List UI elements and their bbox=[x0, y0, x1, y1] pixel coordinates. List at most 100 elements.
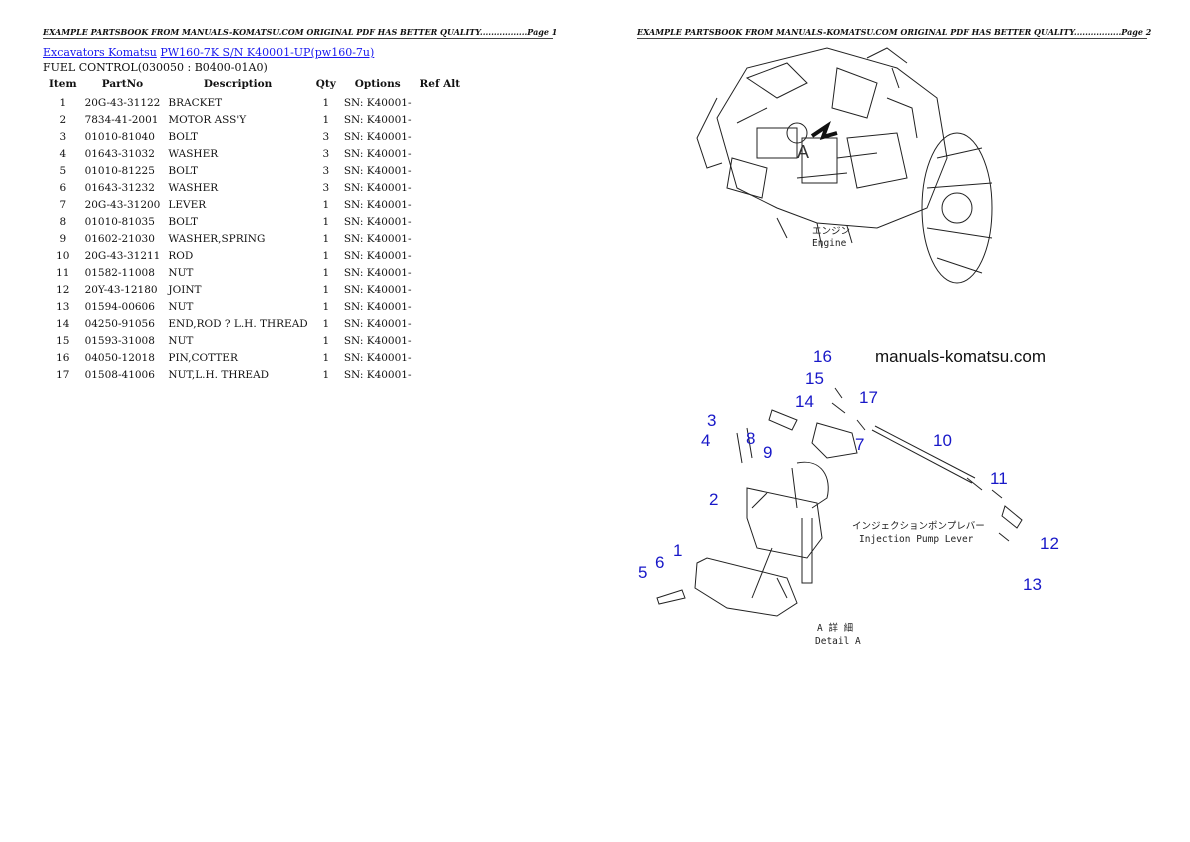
col-header-options: Options bbox=[354, 78, 401, 90]
cell-qty: 3 bbox=[322, 164, 330, 177]
cell-partno: 20G-43-31200 bbox=[84, 198, 161, 211]
callout-11: 11 bbox=[990, 469, 1008, 488]
table-header-row: Item PartNo Description Qty Options Ref … bbox=[45, 77, 464, 94]
cell-item: 15 bbox=[56, 334, 70, 347]
cell-partno: 01594-00606 bbox=[84, 300, 155, 313]
cell-item: 1 bbox=[59, 96, 67, 109]
cell-item: 2 bbox=[59, 113, 67, 126]
cell-description: WASHER bbox=[168, 147, 219, 160]
cell-description: MOTOR ASS'Y bbox=[168, 113, 247, 126]
cell-refalt bbox=[416, 247, 465, 264]
cell-qty: 1 bbox=[322, 317, 330, 330]
cell-description: ROD bbox=[168, 249, 194, 262]
brand-watermark: manuals-komatsu.com bbox=[875, 347, 1046, 366]
cell-refalt bbox=[416, 94, 465, 111]
cell-refalt bbox=[416, 349, 465, 366]
injection-pump-lever-label-en: Injection Pump Lever bbox=[859, 534, 974, 545]
parts-table: Item PartNo Description Qty Options Ref … bbox=[45, 77, 464, 383]
cell-item: 12 bbox=[56, 283, 70, 296]
cell-partno: 04050-12018 bbox=[84, 351, 155, 364]
cell-refalt bbox=[416, 145, 465, 162]
cell-options: SN: K40001- bbox=[343, 300, 412, 313]
callout-13: 13 bbox=[1023, 575, 1042, 594]
cell-partno: 04250-91056 bbox=[84, 317, 155, 330]
cell-partno: 01582-11008 bbox=[84, 266, 155, 279]
col-header-qty: Qty bbox=[315, 78, 336, 90]
cell-qty: 1 bbox=[322, 368, 330, 381]
cell-options: SN: K40001- bbox=[343, 164, 412, 177]
cell-item: 6 bbox=[59, 181, 67, 194]
cell-options: SN: K40001- bbox=[343, 147, 412, 160]
cell-partno: 01010-81225 bbox=[84, 164, 155, 177]
breadcrumb-link-excavators[interactable]: Excavators Komatsu bbox=[43, 46, 157, 59]
cell-refalt bbox=[416, 281, 465, 298]
cell-options: SN: K40001- bbox=[343, 96, 412, 109]
callout-9: 9 bbox=[763, 443, 772, 462]
detail-marker-letter: A bbox=[797, 142, 809, 162]
cell-description: NUT,L.H. THREAD bbox=[168, 368, 270, 381]
cell-options: SN: K40001- bbox=[343, 266, 412, 279]
cell-partno: 20Y-43-12180 bbox=[84, 283, 158, 296]
callout-4: 4 bbox=[701, 431, 710, 450]
cell-item: 9 bbox=[59, 232, 67, 245]
cell-description: BOLT bbox=[168, 215, 199, 228]
cell-item: 16 bbox=[56, 351, 70, 364]
cell-partno: 01602-21030 bbox=[84, 232, 155, 245]
detail-a-label-jp: A 詳 細 bbox=[817, 622, 853, 634]
cell-refalt bbox=[416, 315, 465, 332]
callout-2: 2 bbox=[709, 490, 718, 509]
cell-qty: 1 bbox=[322, 232, 330, 245]
cell-options: SN: K40001- bbox=[343, 130, 412, 143]
col-header-refalt: Ref Alt bbox=[419, 78, 461, 90]
detail-a-label-en: Detail A bbox=[815, 636, 861, 647]
section-title: FUEL CONTROL(030050 : B0400-01A0) bbox=[43, 61, 268, 74]
cell-refalt bbox=[416, 298, 465, 315]
page-header-right: EXAMPLE PARTSBOOK FROM MANUALS-KOMATSU.C… bbox=[637, 27, 1152, 39]
cell-item: 5 bbox=[59, 164, 67, 177]
engine-label-jp: エンジン bbox=[812, 226, 850, 237]
cell-partno: 01593-31008 bbox=[84, 334, 155, 347]
cell-description: JOINT bbox=[168, 283, 202, 296]
col-header-partno: PartNo bbox=[101, 78, 144, 90]
cell-options: SN: K40001- bbox=[343, 181, 412, 194]
cell-item: 8 bbox=[59, 215, 67, 228]
cell-qty: 1 bbox=[322, 351, 330, 364]
cell-options: SN: K40001- bbox=[343, 113, 412, 126]
callout-16: 16 bbox=[813, 347, 832, 366]
cell-options: SN: K40001- bbox=[343, 351, 412, 364]
cell-refalt bbox=[416, 179, 465, 196]
table-row: 2 7834-41-2001 MOTOR ASS'Y 1 SN: K40001- bbox=[45, 111, 464, 128]
callout-8: 8 bbox=[746, 429, 755, 448]
cell-partno: 7834-41-2001 bbox=[84, 113, 159, 126]
callout-14: 14 bbox=[795, 392, 814, 411]
cell-item: 14 bbox=[56, 317, 70, 330]
cell-partno: 01643-31032 bbox=[84, 147, 155, 160]
cell-qty: 1 bbox=[322, 198, 330, 211]
cell-qty: 1 bbox=[322, 113, 330, 126]
engine-label-en: Engine bbox=[812, 238, 847, 249]
callout-15: 15 bbox=[805, 369, 824, 388]
breadcrumb: Excavators Komatsu PW160-7K S/N K40001-U… bbox=[43, 46, 374, 59]
detail-marker-a: A bbox=[797, 120, 838, 162]
cell-qty: 3 bbox=[322, 181, 330, 194]
engine-illustration bbox=[696, 47, 993, 284]
cell-description: NUT bbox=[168, 334, 194, 347]
breadcrumb-link-model[interactable]: PW160-7K S/N K40001-UP(pw160-7u) bbox=[160, 46, 375, 59]
callout-12: 12 bbox=[1040, 534, 1059, 553]
cell-description: WASHER bbox=[168, 181, 219, 194]
cell-qty: 3 bbox=[322, 130, 330, 143]
callout-5: 5 bbox=[638, 563, 647, 582]
cell-item: 11 bbox=[56, 266, 70, 279]
